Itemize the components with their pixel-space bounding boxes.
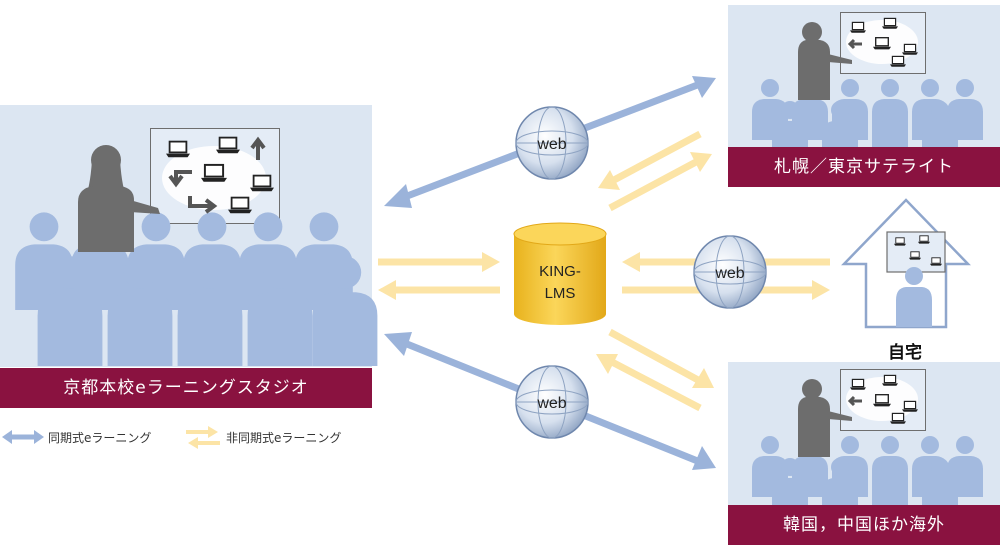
main-studio-banner: 京都本校eラーニングスタジオ [0,368,372,408]
satellite-label: 札幌／東京サテライト [774,157,954,177]
web-globe-icon [693,235,767,309]
hub-label-line2: LMS [545,285,576,302]
home-label: 自宅 [888,343,922,363]
king-lms-database-icon [513,222,607,325]
web-label-top: web [536,136,566,153]
hub-label-line1: KING- [539,263,581,280]
overseas-banner: 韓国，中国ほか海外 [728,505,1000,545]
overseas-board-content [846,374,919,425]
satellite-banner: 札幌／東京サテライト [728,147,1000,187]
overseas-presenter [798,379,852,457]
legend-async-label: 非同期式eラーニング [226,431,342,445]
main-board-content [162,136,275,215]
main-studio-label: 京都本校eラーニングスタジオ [63,378,309,398]
web-label-home: web [714,265,744,282]
web-globe-icon [515,365,589,439]
home-house-icon [841,198,971,329]
legend-sync-arrow-icon [2,430,44,444]
legend-async-arrow-icon [186,426,220,449]
main-audience [15,212,378,366]
main-presenter [78,145,160,252]
web-globe-icon [515,106,589,180]
legend-sync-label: 同期式eラーニング [48,431,152,445]
satellite-board-content [846,17,919,68]
overseas-label: 韓国，中国ほか海外 [783,515,945,535]
web-label-bottom: web [536,395,566,412]
satellite-presenter [798,22,852,100]
